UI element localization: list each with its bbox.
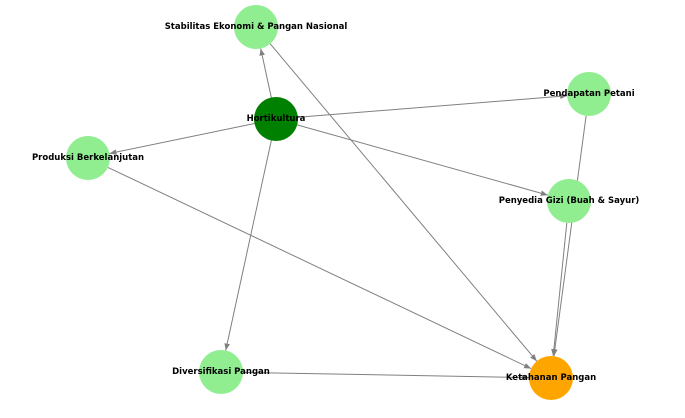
node-ketahanan	[529, 356, 573, 400]
edge-hortikultura-to-diversifikasi	[224, 140, 272, 351]
node-label-diversifikasi: Diversifikasi Pangan	[172, 367, 270, 377]
node-hortikultura	[254, 97, 298, 141]
edge-stabilitas-to-ketahanan	[269, 43, 538, 362]
edge-pendapatan-to-ketahanan	[552, 115, 587, 357]
node-label-gizi: Penyedia Gizi (Buah & Sayur)	[499, 196, 640, 206]
node-gizi	[547, 179, 591, 223]
edge-hortikultura-to-pendapatan	[297, 93, 568, 118]
nodes-layer	[66, 5, 611, 400]
node-label-ketahanan: Ketahanan Pangan	[506, 373, 596, 383]
edge-hortikultura-to-stabilitas	[259, 48, 272, 98]
edges-layer	[107, 43, 587, 381]
edge-produksi-to-ketahanan	[107, 166, 532, 370]
edge-diversifikasi-to-ketahanan	[242, 371, 530, 381]
edge-hortikultura-to-gizi	[297, 124, 548, 196]
edge-gizi-to-ketahanan	[551, 222, 568, 357]
node-stabilitas	[234, 5, 278, 49]
labels-layer: Hortikultura Stabilitas Ekonomi & Pangan …	[32, 22, 639, 383]
node-label-produksi: Produksi Berkelanjutan	[32, 153, 144, 163]
node-label-pendapatan: Pendapatan Petani	[543, 89, 634, 99]
node-pendapatan	[567, 72, 611, 116]
node-produksi	[66, 136, 110, 180]
node-label-stabilitas: Stabilitas Ekonomi & Pangan Nasional	[165, 22, 348, 32]
node-diversifikasi	[199, 350, 243, 394]
edge-hortikultura-to-produksi	[109, 123, 255, 155]
node-label-hortikultura: Hortikultura	[247, 114, 306, 124]
